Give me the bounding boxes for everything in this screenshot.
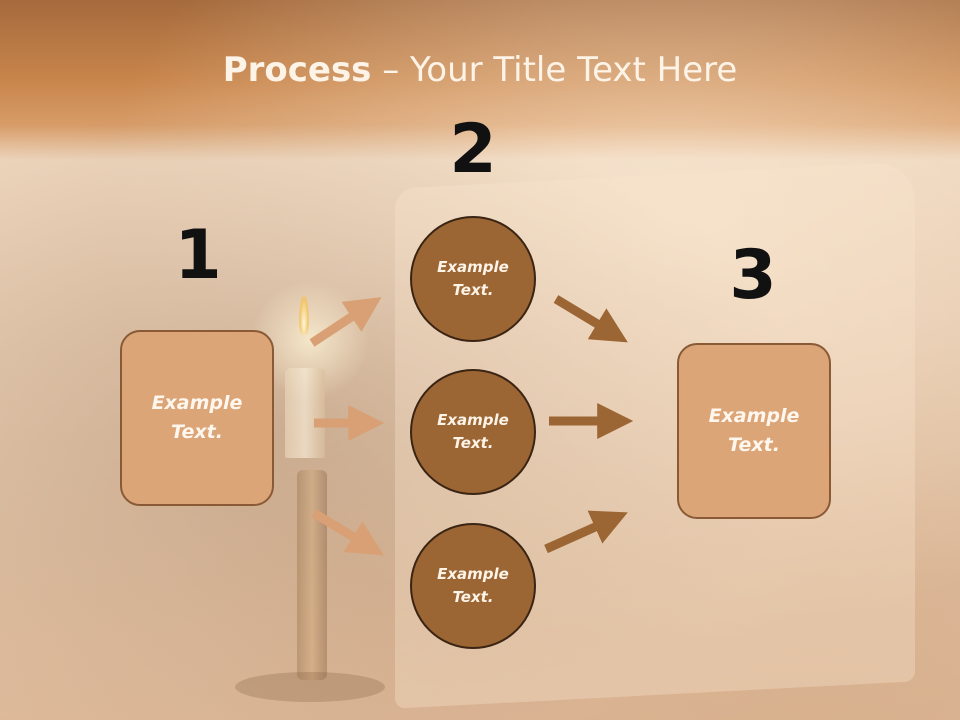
- circle-bottom-text: Example Text.: [437, 565, 509, 606]
- box-right-text: Example Text.: [708, 405, 800, 456]
- circle-top-text: Example Text.: [437, 258, 509, 299]
- candle-flame: [299, 295, 309, 335]
- arrow-box1-to-circle3: [311, 509, 384, 556]
- title-rest-text: – Your Title Text Here: [371, 50, 738, 90]
- process-circle-bottom: Example Text.: [410, 523, 536, 649]
- step-number-1: 1: [174, 216, 222, 295]
- box-left-text: Example Text.: [151, 392, 243, 443]
- step-number-3: 3: [729, 236, 777, 315]
- arrow-circle1-to-box3: [553, 295, 628, 343]
- circle-middle-text: Example Text.: [437, 411, 509, 452]
- arrow-circle3-to-box3: [544, 510, 628, 554]
- candle-holder-image: [297, 470, 327, 680]
- step-number-2: 2: [449, 110, 497, 189]
- candle-image: [285, 368, 325, 458]
- title-bold-text: Process: [222, 50, 372, 90]
- process-box-right: Example Text.: [677, 343, 831, 519]
- slide-title: Process – Your Title Text Here: [0, 50, 960, 90]
- process-circle-middle: Example Text.: [410, 369, 536, 495]
- arrow-box1-to-circle1: [309, 297, 382, 347]
- candle-holder-base: [235, 672, 385, 702]
- process-box-left: Example Text.: [120, 330, 274, 506]
- process-circle-top: Example Text.: [410, 216, 536, 342]
